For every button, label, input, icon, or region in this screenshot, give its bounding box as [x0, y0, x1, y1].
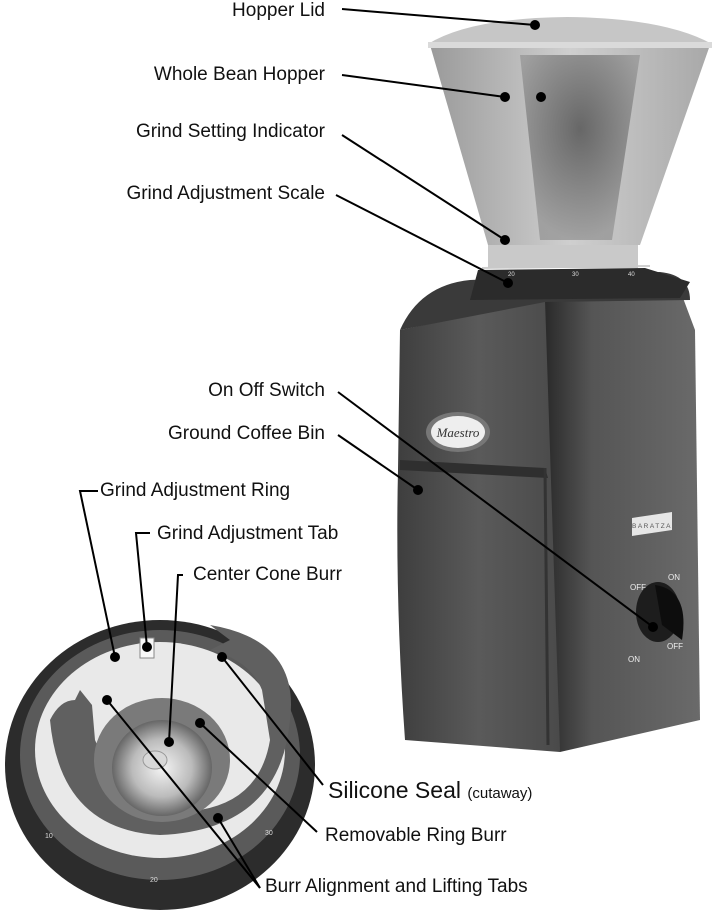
hopper: 20 30 40: [428, 17, 712, 300]
maestro-badge: Maestro: [426, 412, 490, 452]
svg-text:BARATZA: BARATZA: [632, 523, 672, 530]
label-on-off-switch: On Off Switch: [208, 380, 325, 401]
svg-text:10: 10: [45, 833, 53, 840]
label-burr-alignment-tabs: Burr Alignment and Lifting Tabs: [265, 876, 528, 897]
label-grind-adjustment-scale: Grind Adjustment Scale: [126, 183, 325, 204]
label-grind-adjustment-tab: Grind Adjustment Tab: [157, 523, 339, 544]
label-grind-adjustment-ring: Grind Adjustment Ring: [100, 480, 291, 501]
leader-dots: [102, 20, 658, 823]
svg-text:Maestro: Maestro: [436, 425, 480, 440]
svg-text:OFF: OFF: [667, 642, 683, 651]
svg-text:OFF: OFF: [630, 583, 646, 592]
label-center-cone-burr: Center Cone Burr: [193, 564, 342, 585]
silicone-seal-note: (cutaway): [467, 785, 533, 802]
label-whole-bean-hopper: Whole Bean Hopper: [153, 64, 325, 85]
label-removable-ring-burr: Removable Ring Burr: [325, 825, 507, 846]
svg-text:20: 20: [150, 877, 158, 884]
svg-text:ON: ON: [668, 573, 680, 582]
label-grind-setting-indicator: Grind Setting Indicator: [135, 121, 325, 142]
svg-text:30: 30: [572, 272, 579, 278]
grinder-body: Maestro BARATZA OFF ON ON OFF: [397, 272, 700, 752]
svg-text:30: 30: [265, 830, 273, 837]
svg-text:40: 40: [628, 272, 635, 278]
leader-lines: [78, 8, 654, 889]
label-hopper-lid: Hopper Lid: [232, 0, 325, 21]
label-silicone-seal: Silicone Seal (cutaway): [328, 779, 532, 805]
baratza-plate: BARATZA: [632, 512, 672, 536]
svg-text:ON: ON: [628, 655, 640, 664]
label-ground-coffee-bin: Ground Coffee Bin: [167, 423, 325, 444]
svg-text:20: 20: [508, 272, 515, 278]
silicone-seal-text: Silicone Seal: [328, 777, 461, 803]
on-off-switch-graphic: OFF ON ON OFF: [628, 573, 684, 664]
